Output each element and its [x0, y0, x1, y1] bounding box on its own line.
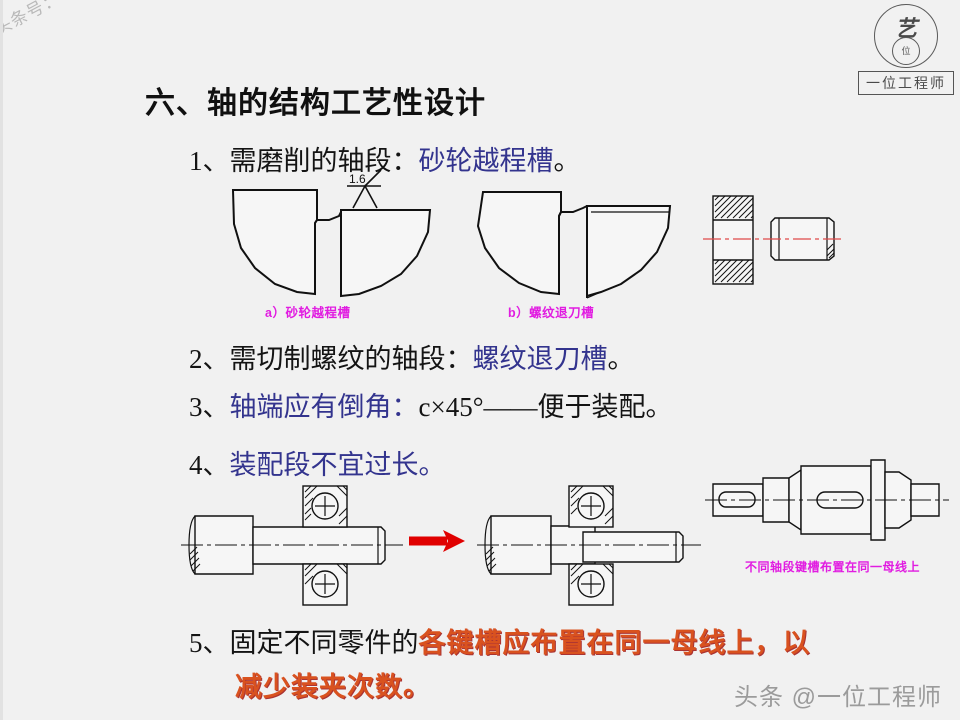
logo-inner-glyph: 位: [892, 37, 920, 65]
item-2-lead: 需切制螺纹的轴段：: [229, 344, 473, 374]
figure-groove-b: [465, 182, 685, 304]
list-item-4: 4、装配段不宜过长。: [189, 443, 446, 482]
item-2-highlight: 螺纹退刀槽: [472, 344, 608, 374]
item-1-tail: 。: [553, 146, 581, 176]
list-item-5-continued: 减少装夹次数。: [235, 665, 431, 704]
chamfer-hatch: [826, 243, 835, 259]
item-1-lead: 需磨削的轴段：: [229, 146, 419, 176]
roughness-value: 1.6: [349, 172, 366, 186]
list-item-5: 5、固定不同零件的各键槽应布置在同一母线上，以: [189, 621, 811, 660]
logo-glyph: 艺: [894, 16, 917, 41]
figure-groove-a: 1.6: [225, 169, 455, 301]
logo-name-badge: 一位工程师: [858, 71, 954, 95]
bearing-lower: [302, 563, 348, 606]
item-3-tail: 便于装配。: [537, 392, 673, 422]
item-2-number: 2、: [189, 344, 230, 374]
item-1-number: 1、: [189, 146, 230, 176]
item-3-value: c×45°: [418, 392, 484, 422]
figure-chamfer-assembly: [703, 188, 863, 292]
item-3-dash: ——: [483, 392, 538, 422]
item-3-number: 3、: [189, 392, 230, 422]
section-hatch-top: [714, 195, 754, 219]
bearing-upper: [302, 485, 348, 528]
bearing-lower: [568, 563, 614, 606]
item-2-tail: 。: [607, 344, 635, 374]
brand-logo: 艺 位 一位工程师: [858, 4, 954, 95]
transition-arrow-icon: [407, 528, 467, 554]
list-item-3: 3、轴端应有倒角：c×45°——便于装配。: [189, 385, 673, 424]
roughness-symbol: [347, 169, 382, 209]
list-item-1: 1、需磨削的轴段：砂轮越程槽。: [189, 139, 581, 178]
item-5-highlight-line2: 减少装夹次数。: [235, 672, 431, 702]
figure-shaft-long: [175, 472, 425, 606]
list-item-2: 2、需切制螺纹的轴段：螺纹退刀槽。: [189, 337, 635, 376]
section-hatch-bottom: [714, 259, 754, 283]
logo-circle-icon: 艺 位: [874, 4, 938, 68]
item-3-lead: 轴端应有倒角：: [229, 392, 419, 422]
figure-a-caption: a）砂轮越程槽: [265, 306, 351, 320]
head-break-hatch: [189, 546, 201, 572]
figure-b-caption: b）螺纹退刀槽: [508, 306, 595, 320]
item-4-lead: 装配段不宜过长。: [229, 450, 446, 480]
item-5-number: 5、: [189, 628, 230, 658]
figure-shaft-short: [473, 472, 723, 606]
figure-keyway-shaft: [703, 452, 953, 552]
bearing-upper: [568, 485, 614, 528]
watermark-top-left: 头条号：一位工程师: [3, 0, 168, 40]
head-break-hatch: [485, 546, 497, 572]
watermark-bottom-right: 头条 @一位工程师: [733, 684, 942, 711]
item-5-highlight-line1: 各键槽应布置在同一母线上，以: [418, 628, 811, 658]
figure-keyway-caption: 不同轴段键槽布置在同一母线上: [745, 560, 921, 574]
item-1-highlight: 砂轮越程槽: [418, 146, 554, 176]
item-4-number: 4、: [189, 450, 230, 480]
item-5-lead: 固定不同零件的: [229, 628, 419, 658]
page-title: 六、轴的结构工艺性设计: [145, 87, 486, 120]
